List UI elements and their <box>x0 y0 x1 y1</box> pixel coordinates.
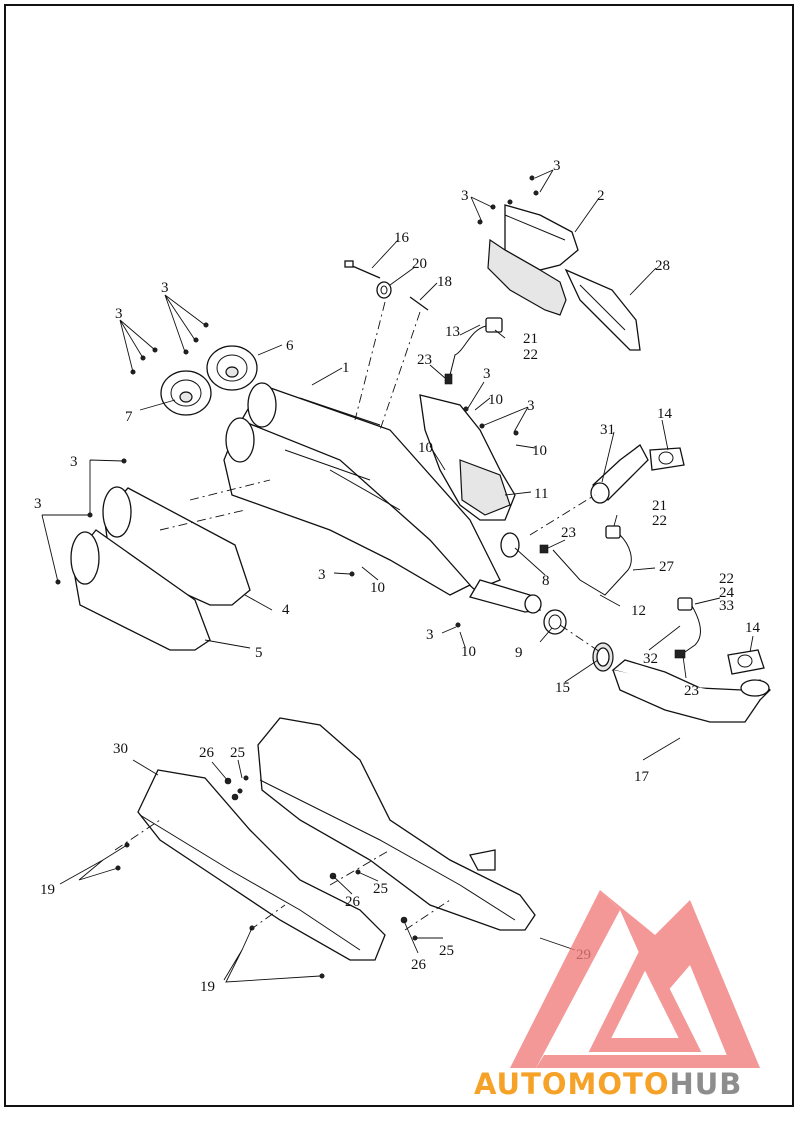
silencer-upper <box>102 486 251 606</box>
callout-5: 5 <box>255 645 263 661</box>
callout-32: 32 <box>643 651 658 667</box>
callout-26: 26 <box>345 894 361 910</box>
callout-33: 33 <box>719 598 734 614</box>
callout-20: 20 <box>412 256 427 272</box>
oxygen-sensors <box>444 317 702 659</box>
callout-17: 17 <box>634 769 650 785</box>
callout-3: 3 <box>161 280 169 296</box>
callout-25: 25 <box>373 881 388 897</box>
end-cap-rear <box>206 345 258 391</box>
callout-26: 26 <box>411 957 427 973</box>
callout-18: 18 <box>437 274 452 290</box>
callout-3: 3 <box>461 188 469 204</box>
callout-3: 3 <box>318 567 326 583</box>
callout-10: 10 <box>532 443 547 459</box>
callout-3: 3 <box>34 496 42 512</box>
heat-shield-plate <box>564 268 641 351</box>
callout-3: 3 <box>527 398 535 414</box>
bolts <box>55 175 539 979</box>
assembly-lines <box>114 301 601 931</box>
callout-3: 3 <box>426 627 434 643</box>
callout-19: 19 <box>40 882 55 898</box>
callout-6: 6 <box>286 338 294 354</box>
heat-shield-upper <box>487 204 579 316</box>
callout-26: 26 <box>199 745 215 761</box>
callout-25: 25 <box>230 745 245 761</box>
callout-10: 10 <box>461 644 476 660</box>
callout-10: 10 <box>488 392 503 408</box>
callout-23: 23 <box>417 352 432 368</box>
callout-21: 21 <box>523 331 538 347</box>
heat-cover-right <box>257 717 536 931</box>
diagram-frame <box>4 4 794 1107</box>
callout-13: 13 <box>445 324 460 340</box>
callout-25: 25 <box>439 943 454 959</box>
callout-3: 3 <box>70 454 78 470</box>
watermark-text-part2: HUB <box>669 1067 743 1101</box>
callout-3: 3 <box>553 158 561 174</box>
callout-4: 4 <box>282 602 290 618</box>
callout-23: 23 <box>684 683 699 699</box>
callout-19: 19 <box>200 979 215 995</box>
callout-12: 12 <box>631 603 646 619</box>
mount-hardware <box>344 260 429 311</box>
header-pipe <box>611 659 771 723</box>
callout-10: 10 <box>370 580 385 596</box>
watermark-logo-mark <box>510 890 760 1068</box>
callout-28: 28 <box>655 258 670 274</box>
callout-30: 30 <box>113 741 128 757</box>
callout-24: 24 <box>719 585 735 601</box>
callout-14: 14 <box>657 406 673 422</box>
callout-27: 27 <box>659 559 675 575</box>
callout-10: 10 <box>418 440 433 456</box>
end-cap-front <box>160 370 212 416</box>
callout-3: 3 <box>483 366 491 382</box>
callout-16: 16 <box>394 230 410 246</box>
callout-21: 21 <box>652 498 667 514</box>
callout-labels: 1 2 3 3 3 3 3 3 3 3 3 3 4 5 6 7 8 9 10 1… <box>34 158 761 995</box>
muffler-body <box>223 382 542 614</box>
watermark-brand-text: AUTOMOTOHUB <box>474 1067 742 1101</box>
callout-15: 15 <box>555 680 570 696</box>
callout-7: 7 <box>125 409 133 425</box>
callout-23: 23 <box>561 525 576 541</box>
callout-3: 3 <box>115 306 123 322</box>
heat-cover-left <box>137 769 386 961</box>
silencer-lower <box>70 529 211 651</box>
callout-14: 14 <box>745 620 761 636</box>
bracket-shield <box>419 394 516 521</box>
callout-9: 9 <box>515 645 523 661</box>
callout-22: 22 <box>523 347 538 363</box>
elbow-pipe <box>590 444 649 504</box>
callout-31: 31 <box>600 422 615 438</box>
gaskets <box>649 447 765 675</box>
callout-2: 2 <box>597 188 605 204</box>
watermark-text-part1: AUTOMOTO <box>474 1067 670 1101</box>
callout-1: 1 <box>342 360 350 376</box>
callout-8: 8 <box>542 573 550 589</box>
callout-22: 22 <box>652 513 667 529</box>
callout-22: 22 <box>719 571 734 587</box>
clamps <box>500 532 614 672</box>
callout-11: 11 <box>534 486 548 502</box>
leader-lines <box>41 169 754 983</box>
